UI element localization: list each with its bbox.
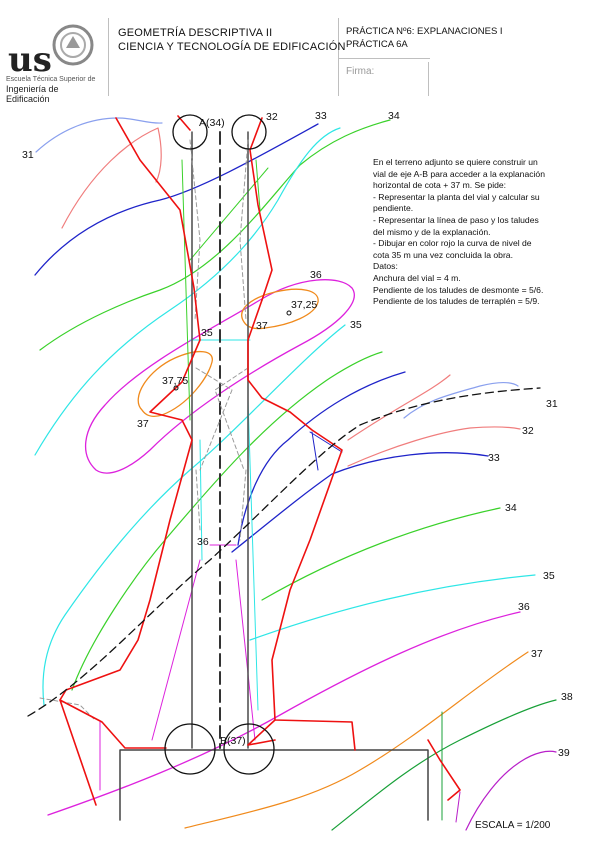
contour-31-left [35, 117, 163, 153]
contour-label-left-33: 33 [315, 110, 327, 122]
contour-38 [331, 699, 557, 831]
contour-37-upper [241, 288, 319, 330]
contour-label-right-37: 37 [531, 648, 543, 660]
problem-line: horizontal de cota + 37 m. Se pide: [373, 180, 507, 191]
contour-34-left [39, 119, 391, 351]
contour-label-right-36: 36 [518, 601, 530, 613]
contour-37-lower [137, 351, 213, 417]
problem-line: Anchura del vial = 4 m. [373, 272, 461, 283]
contour-label-right-38: 38 [561, 691, 573, 703]
contour-label-right-34: 34 [505, 502, 517, 514]
divider [338, 58, 430, 59]
peak-lower-marker [173, 385, 179, 391]
practice-code: PRÁCTICA 6A [346, 39, 408, 50]
problem-line: vial de eje A-B para acceder a la explan… [373, 168, 545, 179]
problem-line: - Representar la línea de paso y los tal… [373, 214, 539, 225]
contour-label-left-31: 31 [22, 149, 34, 161]
contour-label-right-39: 39 [558, 747, 570, 759]
course-title: GEOMETRÍA DESCRIPTIVA II [118, 27, 273, 39]
contour-31-right [403, 382, 519, 419]
logo-letters: us [8, 40, 52, 80]
contour-32-right [347, 374, 521, 467]
problem-line: - Dibujar en color rojo la curva de nive… [373, 238, 532, 249]
circle-b-left [164, 723, 216, 775]
divider [428, 62, 429, 96]
contour-label-left-32: 32 [266, 111, 278, 123]
peak-lower-label: 37,75 [162, 375, 188, 387]
problem-line: del mismo y de la explanación. [373, 226, 491, 237]
profile-line [27, 387, 541, 717]
problem-line: Pendiente de los taludes de desmonte = 5… [373, 284, 544, 295]
divider [338, 18, 339, 96]
scale-label: ESCALA = 1/200 [475, 820, 551, 831]
title-block: us Escuela Técnica Superior de Ingenierí… [0, 0, 599, 104]
contour-34-right [71, 351, 501, 691]
point-b-label: B(37) [220, 735, 246, 747]
contour-33-left [34, 123, 319, 276]
logo-school: Escuela Técnica Superior de [6, 76, 96, 83]
contour-label-35-mid: 35 [350, 319, 362, 331]
contour-39 [465, 750, 557, 831]
problem-line: pendiente. [373, 203, 414, 214]
problem-line: - Representar la planta del vial y calcu… [373, 191, 540, 202]
contour-36-closed [84, 279, 355, 474]
contour-label-right-32: 32 [522, 425, 534, 437]
peak-upper-37-label: 37 [256, 320, 268, 332]
circle-a-left [172, 114, 208, 150]
seal-icon [52, 24, 94, 66]
peak-lower-37-label: 37 [137, 418, 149, 430]
practice-title: PRÁCTICA Nº6: EXPLANACIONES I [346, 26, 503, 37]
contour-label-right-35: 35 [543, 570, 555, 582]
problem-statement: En el terreno adjunto se quiere construi… [373, 157, 591, 308]
platform [119, 749, 429, 821]
contour-35-right [42, 324, 536, 706]
signature-field[interactable]: Firma: [346, 66, 375, 77]
circle-b-right [223, 723, 275, 775]
auxiliary-lines [39, 139, 249, 721]
contour-label-left-34: 34 [388, 110, 400, 122]
logo-department: Ingeniería de Edificación [6, 84, 59, 104]
contour-label-right-31: 31 [546, 398, 558, 410]
circle-a-right [231, 114, 267, 150]
road-label-35: 35 [201, 327, 213, 339]
problem-line: Pendiente de los taludes de terraplén = … [373, 296, 540, 307]
problem-line: Datos: [373, 261, 398, 272]
peak-upper-label: 37,25 [291, 299, 317, 311]
problem-line: En el terreno adjunto se quiere construi… [373, 157, 538, 167]
peak-upper-marker [286, 310, 292, 316]
contour-37-right [184, 651, 529, 829]
divider [108, 18, 109, 96]
contour-label-36-top: 36 [310, 269, 322, 281]
contour-36-right [47, 611, 521, 816]
contour-label-right-33: 33 [488, 452, 500, 464]
point-a-label: A(34) [199, 117, 225, 129]
university-logo: us Escuela Técnica Superior de Ingenierí… [2, 20, 102, 104]
road-label-36: 36 [197, 536, 209, 548]
course-subtitle: CIENCIA Y TECNOLOGÍA DE EDIFICACIÓN [118, 41, 346, 53]
problem-line: cota 35 m una vez concluida la obra. [373, 249, 513, 260]
contour-32-left [61, 127, 162, 229]
contour-35-left [34, 127, 341, 456]
